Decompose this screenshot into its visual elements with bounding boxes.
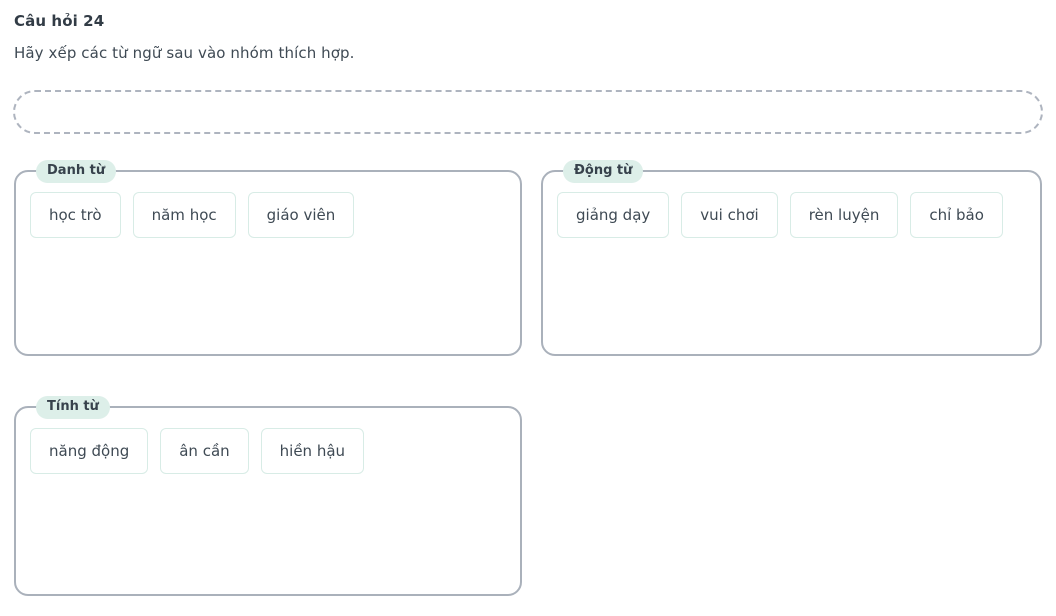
word-chip[interactable]: giáo viên <box>247 192 355 238</box>
category-legend-tinh-tu: Tính từ <box>36 396 110 420</box>
category-legend-danh-tu: Danh từ <box>36 160 117 184</box>
word-chip[interactable]: chỉ bảo <box>910 192 1003 238</box>
word-chip[interactable]: năm học <box>132 192 236 238</box>
word-chip[interactable]: năng động <box>30 428 149 474</box>
category-group-danh-tu[interactable]: Danh từ học trò năm học giáo viên <box>14 160 522 356</box>
word-chip[interactable]: ân cần <box>160 428 249 474</box>
word-chip[interactable]: vui chơi <box>681 192 778 238</box>
word-bank-drop-zone[interactable] <box>13 90 1043 134</box>
word-chip[interactable]: giảng dạy <box>557 192 670 238</box>
category-legend-dong-tu: Động từ <box>563 160 644 184</box>
word-chip[interactable]: hiền hậu <box>260 428 365 474</box>
question-prompt: Hãy xếp các từ ngữ sau vào nhóm thích hợ… <box>14 44 355 62</box>
page-title: Câu hỏi 24 <box>14 12 105 30</box>
word-chip[interactable]: rèn luyện <box>789 192 899 238</box>
chip-row-tinh-tu: năng động ân cần hiền hậu <box>30 428 508 474</box>
word-chip[interactable]: học trò <box>30 192 121 238</box>
chip-row-dong-tu: giảng dạy vui chơi rèn luyện chỉ bảo <box>557 192 1028 238</box>
category-group-tinh-tu[interactable]: Tính từ năng động ân cần hiền hậu <box>14 396 522 596</box>
chip-row-danh-tu: học trò năm học giáo viên <box>30 192 508 238</box>
category-group-dong-tu[interactable]: Động từ giảng dạy vui chơi rèn luyện chỉ… <box>541 160 1042 356</box>
